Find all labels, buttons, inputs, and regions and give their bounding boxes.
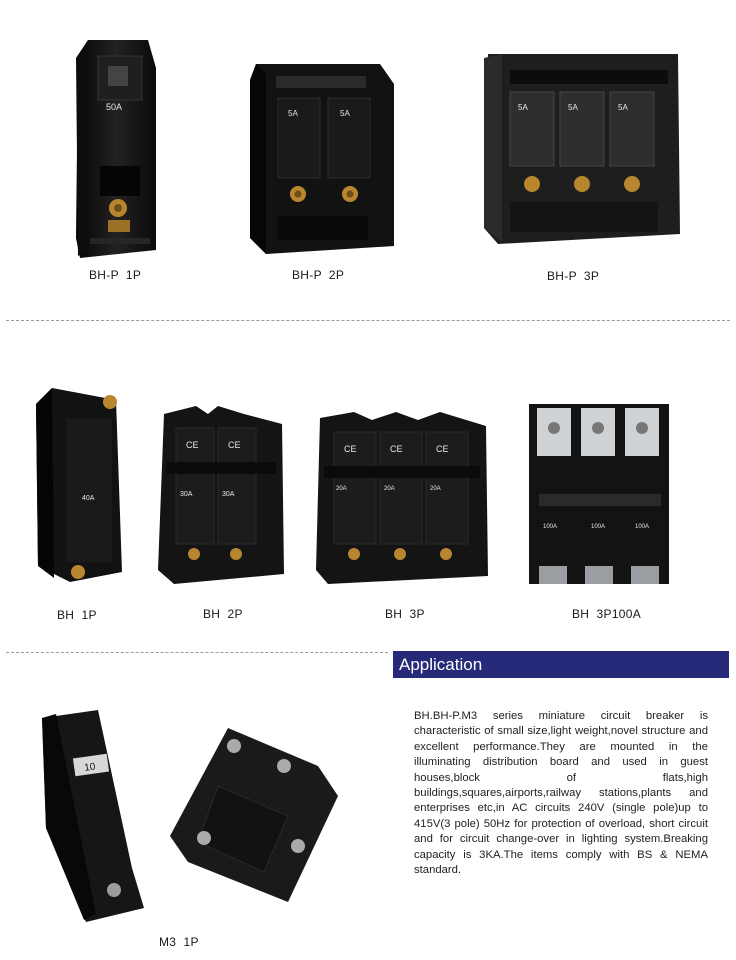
ce-mark: CE xyxy=(186,440,199,450)
breaker-image: CE CE CE 20A 20A 20A xyxy=(316,412,488,584)
breaker-image: CE CE 30A 30A xyxy=(158,406,284,584)
application-header: Application xyxy=(393,651,729,678)
breaker-image xyxy=(170,728,338,902)
ce-mark: CE xyxy=(436,444,449,454)
breaker-image: 40A xyxy=(36,388,122,582)
rating-label: 30A xyxy=(180,491,193,498)
product-bh-3p: CE CE CE 20A 20A 20A xyxy=(314,410,492,588)
application-description: BH.BH-P.M3 series miniature circuit brea… xyxy=(414,710,708,877)
rating-label: 20A xyxy=(430,486,441,492)
caption-m3-1p: M3 1P xyxy=(159,935,199,949)
rating-label: 10 xyxy=(84,761,97,774)
rating-label: 5A xyxy=(518,103,528,112)
product-bh-1p: 40A xyxy=(30,382,126,588)
rating-label: 100A xyxy=(591,524,605,530)
breaker-image: 10 xyxy=(42,710,144,922)
caption-bhp-1p: BH-P 1P xyxy=(89,268,142,282)
rating-label: 5A xyxy=(288,109,298,118)
product-bh-3p100a: 100A 100A 100A xyxy=(527,402,673,588)
breaker-image: 5A 5A xyxy=(250,64,394,254)
breaker-image: 5A 5A 5A xyxy=(484,54,680,244)
rating-label: 50A xyxy=(106,102,122,112)
product-m3-1p-rear xyxy=(168,726,344,906)
rating-label: 100A xyxy=(635,524,649,530)
rating-label: 30A xyxy=(222,491,235,498)
product-bhp-1p: 50A xyxy=(70,38,160,260)
caption-bhp-2p: BH-P 2P xyxy=(292,268,345,282)
rating-label: 5A xyxy=(618,103,628,112)
rating-label: 20A xyxy=(384,486,395,492)
ce-mark: CE xyxy=(390,444,403,454)
rating-label: 5A xyxy=(340,109,350,118)
caption-bh-2p: BH 2P xyxy=(203,607,243,621)
breaker-image: 50A xyxy=(76,40,156,258)
rating-label: 20A xyxy=(336,486,347,492)
product-bh-2p: CE CE 30A 30A xyxy=(156,404,288,588)
rating-label: 40A xyxy=(82,495,95,502)
caption-bh-1p: BH 1P xyxy=(57,608,97,622)
product-m3-1p: 10 xyxy=(36,708,146,924)
ce-mark: CE xyxy=(228,440,241,450)
section-divider xyxy=(6,652,388,653)
caption-bh-3p: BH 3P xyxy=(385,607,425,621)
product-bhp-2p: 5A 5A xyxy=(248,60,396,256)
caption-bhp-3p: BH-P 3P xyxy=(547,269,600,283)
caption-bh-3p100a: BH 3P100A xyxy=(572,607,642,621)
ce-mark: CE xyxy=(344,444,357,454)
breaker-image: 100A 100A 100A xyxy=(529,404,669,584)
rating-label: 100A xyxy=(543,524,557,530)
product-bhp-3p: 5A 5A 5A xyxy=(482,52,682,248)
rating-label: 5A xyxy=(568,103,578,112)
section-divider xyxy=(6,320,730,321)
